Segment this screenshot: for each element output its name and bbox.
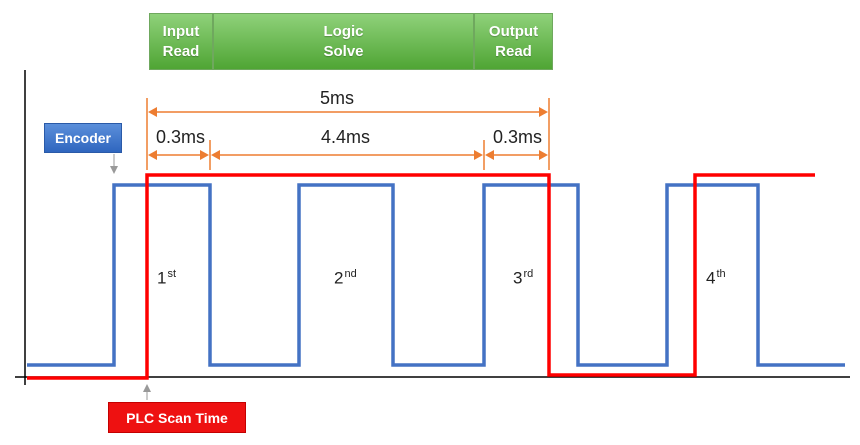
encoder-tag-label: Encoder	[54, 130, 111, 146]
phase-logic-solve-label: Logic Solve	[323, 22, 364, 60]
phase-input-read-label: Input Read	[162, 22, 200, 60]
plc-scan-time-tag: PLC Scan Time	[108, 402, 246, 433]
dim-output-arrow	[485, 150, 548, 160]
dim-input-label: 0.3ms	[156, 127, 206, 147]
scan-label-1: 1st	[157, 268, 177, 288]
phase-output-read-label: Output Read	[488, 22, 539, 60]
encoder-tag: Encoder	[44, 123, 122, 153]
phase-input-read: Input Read	[149, 13, 213, 70]
dim-input-arrow	[148, 150, 209, 160]
phase-output-read: Output Read	[474, 13, 553, 70]
dim-output-label: 0.3ms	[493, 127, 543, 147]
dim-total-label: 5ms	[320, 88, 355, 108]
phase-logic-solve: Logic Solve	[213, 13, 474, 70]
plc-scan-time-label: PLC Scan Time	[126, 409, 228, 426]
plc-scan-waveform	[27, 173, 815, 380]
scan-label-3: 3rd	[513, 268, 534, 288]
scan-pointer	[143, 384, 151, 400]
dim-total-arrow	[148, 107, 548, 117]
encoder-pointer	[110, 154, 118, 174]
scan-label-2: 2nd	[334, 268, 357, 288]
encoder-waveform	[27, 183, 845, 367]
dim-logic-arrow	[211, 150, 483, 160]
dim-logic-label: 4.4ms	[321, 127, 371, 147]
scan-label-4: 4th	[706, 268, 726, 288]
